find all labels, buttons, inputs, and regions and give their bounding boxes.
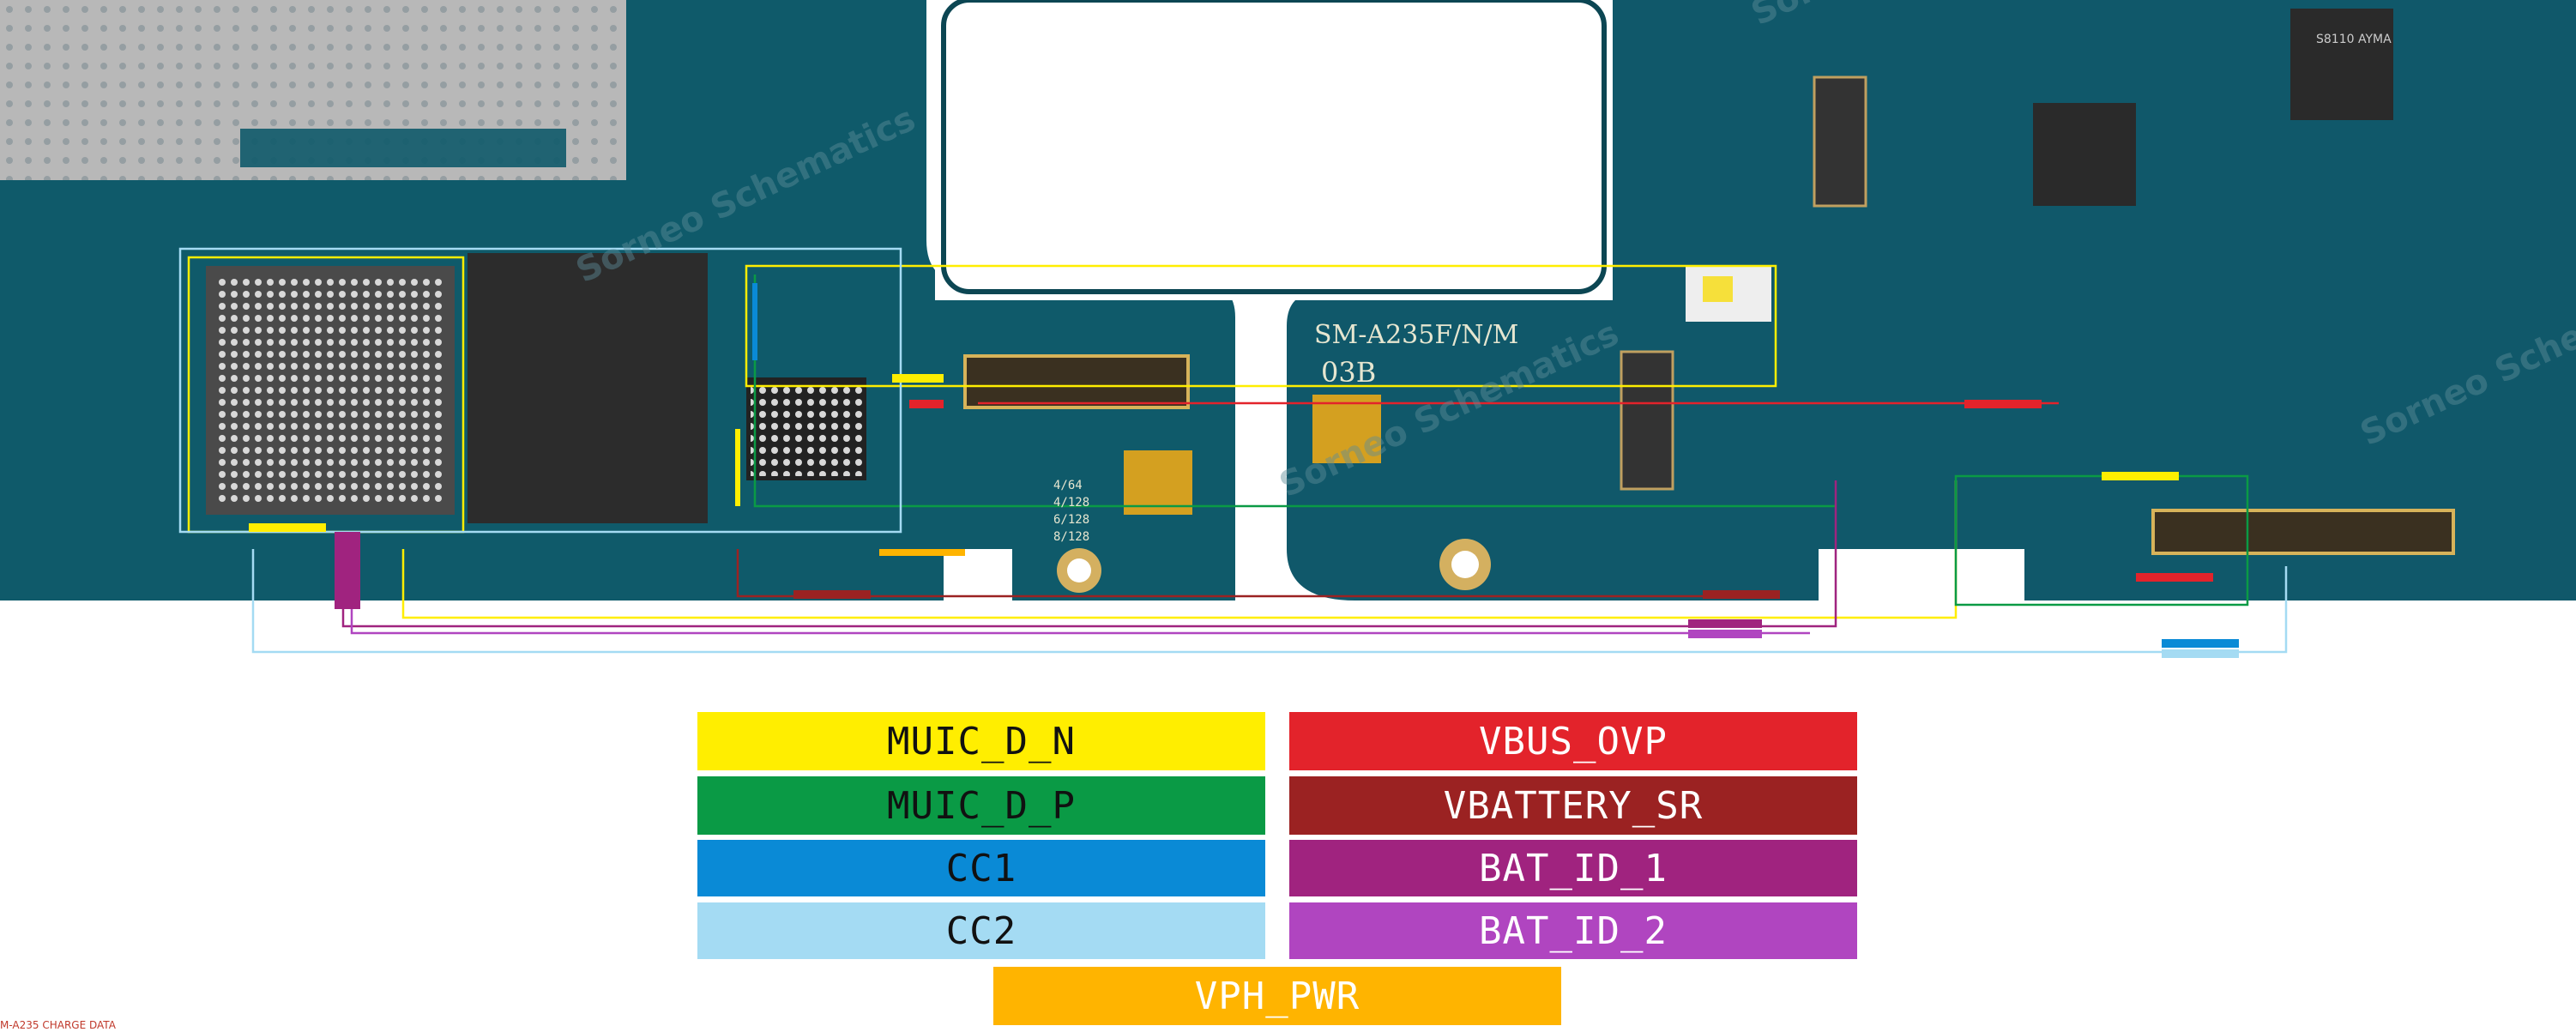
board-connector-right [2151, 509, 2455, 555]
legend-bat-id-1: BAT_ID_1 [1289, 840, 1857, 896]
mount-hole [1067, 558, 1091, 582]
memory-option: 4/128 [1053, 496, 1089, 510]
net-tags [249, 374, 2239, 658]
qr-code [1312, 395, 1381, 463]
qr-code [1124, 450, 1192, 515]
board-connector-left [963, 354, 1190, 409]
legend-muic-d-p: MUIC_D_P [697, 776, 1265, 835]
legend-cc2: CC2 [697, 902, 1265, 959]
memory-options: 4/64 4/128 6/128 8/128 [1053, 479, 1089, 544]
rf-chip [2290, 9, 2393, 120]
pmic-chip [746, 377, 866, 480]
mount-hole [1451, 551, 1479, 578]
footer-note: M-A235 CHARGE DATA [0, 1019, 116, 1031]
memory-option: 6/128 [1053, 513, 1089, 527]
chip-marking: S8110 AYMA [2316, 33, 2392, 46]
memory-chip [468, 253, 708, 523]
board-model-text: SM-A235F/N/M [1314, 320, 1518, 350]
sim-tray [0, 0, 626, 180]
legend-vph-pwr: VPH_PWR [993, 967, 1561, 1025]
soc-chip [206, 266, 455, 515]
legend-vbattery-sr: VBATTERY_SR [1289, 776, 1857, 835]
board-connector-top [1813, 75, 1867, 208]
rf-chip [2033, 103, 2136, 206]
legend-bat-id-2: BAT_ID_2 [1289, 902, 1857, 959]
legend-muic-d-n: MUIC_D_N [697, 712, 1265, 770]
legend-vbus-ovp: VBUS_OVP [1289, 712, 1857, 770]
board-connector-mid [1620, 350, 1674, 491]
memory-option: 4/64 [1053, 479, 1083, 492]
legend-cc1: CC1 [697, 840, 1265, 896]
board-revision-text: 03B [1321, 356, 1376, 389]
flash-led [1703, 276, 1733, 302]
memory-option: 8/128 [1053, 530, 1089, 544]
